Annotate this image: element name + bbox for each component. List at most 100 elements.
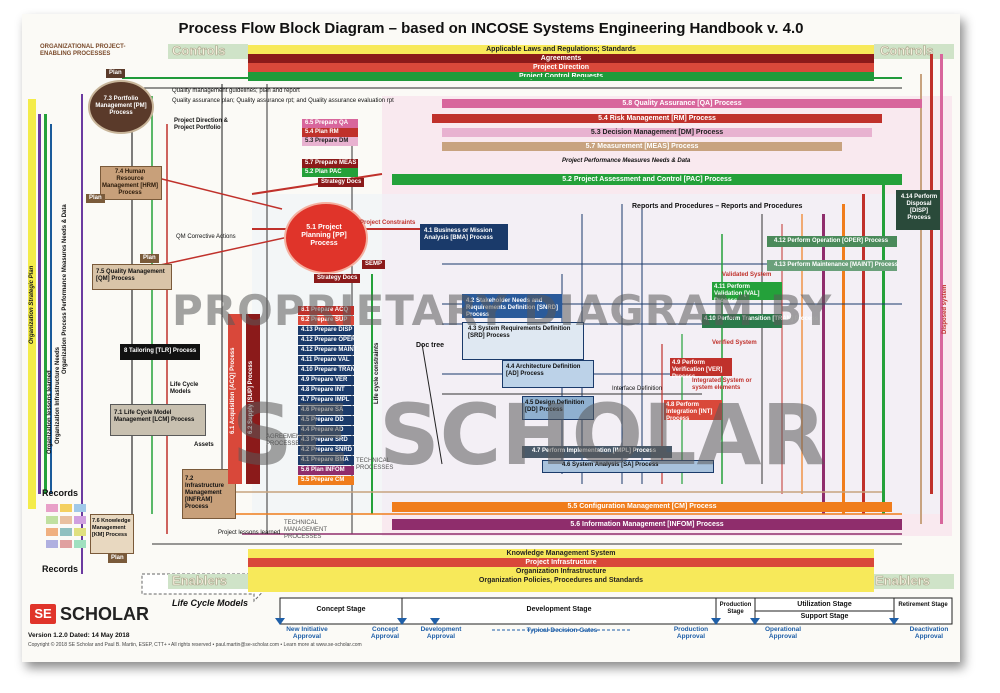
doc-tree-label: Doc tree	[416, 342, 445, 349]
stage-concept: Concept Stage	[316, 606, 366, 613]
plan-pac: 5.2 Plan PAC	[302, 168, 358, 177]
verified-system-label: Verified System	[712, 340, 757, 346]
tailoring-process-label: 8 Tailoring [TLR] Process	[124, 348, 197, 354]
stage-production: Production Stage	[719, 602, 752, 615]
int-process[interactable]	[664, 400, 722, 420]
band-org-policies: Organization Policies, Procedures and St…	[248, 576, 874, 592]
val-process[interactable]	[712, 282, 782, 300]
gate-marker	[275, 618, 285, 625]
prepare-item: 4.5 Prepare DD	[298, 416, 354, 425]
qa-bar[interactable]: 5.8 Quality Assurance [QA] Process	[442, 99, 922, 108]
gate-production: Production Approval	[673, 626, 709, 640]
impl-process[interactable]	[522, 446, 672, 458]
sa-process[interactable]	[542, 460, 714, 473]
project-performance-label: Project Performance Measures Needs & Dat…	[562, 158, 691, 164]
prepare-item: 4.10 Prepare TRAN	[298, 366, 355, 375]
disposed-system-label: Disposed system	[942, 284, 948, 334]
gate-marker	[397, 618, 407, 625]
ver-process-label: 4.9 Perform Verification [VER] Process	[672, 360, 723, 380]
bma-process-label: 4.1 Business or Mission Analysis [BMA] P…	[424, 228, 494, 241]
assets-label: Assets	[194, 442, 214, 448]
stage-retirement: Retirement Stage	[898, 602, 948, 608]
gate-marker	[430, 618, 440, 625]
agreement-processes-label: AGREEMENT PROCESSES	[266, 434, 304, 447]
hrm-process[interactable]	[100, 166, 162, 200]
gate-marker	[750, 618, 760, 625]
watermark-line1: PROPRIETARY DIAGRAM BY	[172, 286, 833, 335]
srd-process[interactable]	[462, 322, 584, 360]
prepare-item: 6.1 Prepare ACQ	[298, 306, 354, 315]
km-process[interactable]	[90, 514, 134, 554]
snrd-process[interactable]	[462, 294, 562, 318]
life-cycle-models-box-label: Life Cycle Models	[170, 382, 199, 395]
tran-process-label: 4.10 Perform Transition [TRAN] Process	[704, 316, 819, 322]
disp-process[interactable]	[896, 190, 940, 230]
oper-process[interactable]	[767, 236, 897, 247]
pm-process[interactable]	[88, 80, 154, 134]
watermark-line2: SE SCHOLAR	[232, 386, 827, 484]
dd-process[interactable]	[522, 396, 594, 420]
prepare-qa: 6.5 Prepare QA	[302, 119, 358, 128]
quality-guidelines-label: Quality management guidelines; plan and …	[172, 88, 300, 94]
life-cycle-models-label: Life Cycle Models	[172, 598, 249, 608]
technical-mgmt-label: TECHNICAL MANAGEMENT PROCESSES	[284, 520, 327, 540]
qm-process-label: 7.5 Quality Management [QM] Process	[96, 269, 165, 282]
ad-process[interactable]	[502, 360, 594, 388]
tran-process[interactable]	[702, 314, 782, 328]
rm-bar[interactable]: 5.4 Risk Management [RM] Process	[432, 114, 882, 123]
pp-process[interactable]	[284, 202, 368, 274]
version-label: Version 1.2.0 Dated: 14 May 2018	[28, 632, 130, 639]
semp-tag: SEMP	[362, 260, 386, 269]
page-title: Process Flow Block Diagram – based on IN…	[178, 20, 804, 37]
prepare-item: 6.2 Prepare SUP	[298, 316, 354, 325]
infram-process[interactable]	[182, 469, 236, 519]
prepare-item: 4.8 Prepare INT	[298, 386, 354, 395]
pac-bar[interactable]: 5.2 Project Assessment and Control [PAC]…	[392, 174, 902, 185]
project-direction-portfolio-label: Project Direction & Project Portfolio	[174, 118, 229, 131]
hrm-process-label: 7.4 Human Resource Management [HRM] Proc…	[102, 169, 159, 196]
bma-process[interactable]	[420, 224, 508, 250]
gate-marker	[889, 618, 899, 625]
meas-bar[interactable]: 5.7 Measurement [MEAS] Process	[442, 142, 842, 151]
dm-bar[interactable]: 5.3 Decision Management [DM] Process	[442, 128, 872, 137]
disp-process-label: 4.14 Perform Disposal [DISP] Process	[900, 194, 938, 221]
reports-procedures-label: Reports and Procedures – Reports and Pro…	[632, 203, 803, 210]
band-laws: Applicable Laws and Regulations; Standar…	[248, 45, 874, 54]
pm-process-label: 7.3 Portfolio Management [PM] Process	[95, 96, 147, 116]
tailoring-process[interactable]	[120, 344, 200, 360]
org-lessons-label: Organization lessons learned	[47, 370, 53, 454]
qm-process[interactable]	[92, 264, 172, 290]
stage-support: Support Stage	[800, 613, 849, 620]
validated-system-label: Validated System	[722, 272, 772, 278]
quality-assurance-label: Quality assurance plan; Quality assuranc…	[172, 98, 394, 104]
int-process-label: 4.8 Perform Integration [INT] Process	[666, 402, 713, 422]
prepare-meas: 5.7 Prepare MEAS	[302, 159, 358, 168]
controls-label-left: Controls	[172, 43, 226, 59]
acq-process[interactable]	[228, 314, 242, 484]
se-logo-mark: SE	[30, 604, 56, 624]
sup-process[interactable]	[246, 314, 260, 484]
logo-text: SCHOLAR	[60, 604, 149, 624]
maint-process[interactable]	[767, 260, 897, 271]
infom-bar[interactable]: 5.6 Information Management [INFOM] Proce…	[392, 519, 902, 530]
strategy-docs-bottom: Strategy Docs	[314, 274, 361, 283]
lcm-process-label: 7.1 Life Cycle Model Management [LCM] Pr…	[114, 410, 195, 423]
ver-process[interactable]	[670, 358, 732, 376]
impl-process-label: 4.7 Perform Implementation [IMPL] Proces…	[532, 448, 657, 454]
stage-utilization: Utilization Stage	[797, 601, 852, 608]
org-infrastructure-needs-label: Organization Infrastructure Needs	[55, 346, 61, 444]
prepare-item: 4.6 Prepare SA	[298, 406, 354, 415]
band-project-infra: Project Infrastructure	[248, 558, 874, 567]
integrated-system-label: Integrated System or system elements	[692, 378, 752, 391]
infram-process-label: 7.2 Infrastructure Management [INFRAM] P…	[185, 476, 225, 510]
oper-process-label: 4.12 Perform Operation [OPER] Process	[774, 238, 889, 244]
enablers-band-left	[168, 574, 248, 589]
lcm-process[interactable]	[110, 404, 206, 436]
cm-bar[interactable]: 5.5 Configuration Management [CM] Proces…	[392, 502, 892, 512]
hrm-plan-tag: Plan	[86, 194, 105, 203]
org-process-measures-label: Organization Process Performance Measure…	[62, 204, 68, 374]
diagram-sheet: Process Flow Block Diagram – based on IN…	[22, 14, 960, 662]
prepare-item: 4.13 Prepare DISP	[298, 326, 354, 335]
technical-processes-label: TECHNICAL PROCESSES	[356, 458, 394, 471]
band-project-direction: Project Direction	[248, 63, 874, 72]
